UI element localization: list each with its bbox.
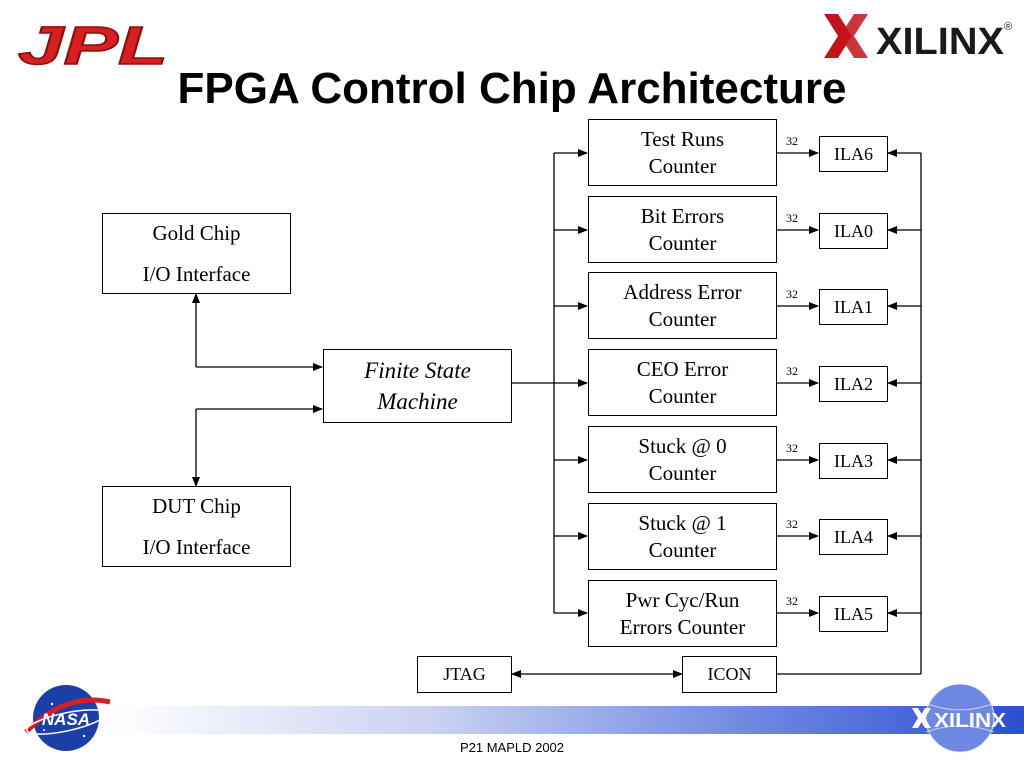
ila-block: ILA2 — [819, 366, 888, 402]
counter-line-2: Counter — [648, 153, 717, 178]
gold-chip-line-2: I/O Interface — [142, 261, 251, 286]
jtag-label: JTAG — [443, 664, 486, 684]
counter-block: Stuck @ 1 Counter — [588, 503, 777, 570]
dut-chip-line-1: DUT Chip — [152, 493, 241, 518]
bus-width-label: 32 — [786, 287, 798, 301]
dut-chip-line-2: I/O Interface — [142, 534, 251, 559]
counter-line-2: Counter — [648, 230, 717, 255]
xilinx-logo-top: XILINX ® — [824, 14, 1012, 63]
counter-block: Bit Errors Counter — [588, 196, 777, 263]
svg-text:XILINX: XILINX — [934, 710, 1007, 732]
nasa-logo: NASA — [24, 685, 111, 751]
bus-width-label: 32 — [786, 134, 798, 148]
fsm-line-1: Finite State — [364, 358, 471, 383]
ila-label: ILA2 — [834, 373, 873, 394]
gold-chip-line-1: Gold Chip — [152, 220, 241, 245]
bus-width-label: 32 — [786, 364, 798, 378]
ila-label: ILA3 — [834, 450, 873, 471]
counter-block: Pwr Cyc/Run Errors Counter — [588, 580, 777, 647]
bus-width-label: 32 — [786, 211, 798, 225]
ila-label: ILA4 — [834, 526, 873, 547]
finite-state-machine-block: Finite State Machine — [323, 349, 512, 423]
ila-label: ILA0 — [834, 220, 873, 241]
counter-line-2: Counter — [648, 460, 717, 485]
counter-line-1: Test Runs — [640, 126, 725, 151]
ila-block: ILA4 — [819, 519, 888, 555]
dut-chip-io-block: DUT Chip I/O Interface — [102, 486, 291, 567]
svg-text:XILINX: XILINX — [876, 21, 1005, 63]
counter-line-2: Counter — [648, 383, 717, 408]
ila-block: ILA1 — [819, 289, 888, 325]
counter-line-1: CEO Error — [636, 356, 729, 381]
fsm-line-2: Machine — [377, 389, 458, 414]
ila-label: ILA6 — [834, 143, 873, 164]
bus-width-label: 32 — [786, 441, 798, 455]
ila-block: ILA5 — [819, 596, 888, 632]
xilinx-mark-icon — [912, 708, 931, 728]
svg-text:®: ® — [1004, 21, 1012, 33]
xilinx-mark-icon — [824, 14, 868, 58]
bus-width-label: 32 — [786, 594, 798, 608]
counter-line-2: Counter — [648, 306, 717, 331]
ila-block: ILA0 — [819, 213, 888, 249]
counter-line-2: Counter — [648, 537, 717, 562]
counter-line-1: Stuck @ 0 — [638, 433, 727, 458]
counter-line-1: Bit Errors — [640, 203, 725, 228]
ila-label: ILA1 — [834, 296, 873, 317]
footer-text: P21 MAPLD 2002 — [459, 740, 565, 755]
counter-line-2: Errors Counter — [619, 614, 746, 639]
counter-line-1: Address Error — [623, 279, 742, 304]
ila-block: ILA6 — [819, 136, 888, 172]
footer-gradient-bar — [110, 706, 1024, 734]
jtag-block: JTAG — [417, 656, 512, 693]
counter-line-1: Pwr Cyc/Run — [625, 587, 740, 612]
counter-block: CEO Error Counter — [588, 349, 777, 416]
counter-line-1: Stuck @ 1 — [638, 510, 727, 535]
ila-block: ILA3 — [819, 443, 888, 479]
icon-block: ICON — [682, 656, 777, 693]
xilinx-logo-bottom: XILINX — [912, 683, 1007, 753]
counter-block: Stuck @ 0 Counter — [588, 426, 777, 493]
counter-block: Address Error Counter — [588, 272, 777, 339]
gold-chip-io-block: Gold Chip I/O Interface — [102, 213, 291, 294]
counter-block: Test Runs Counter — [588, 119, 777, 186]
ila-label: ILA5 — [834, 603, 873, 624]
slide-title: FPGA Control Chip Architecture — [177, 64, 847, 113]
svg-text:JPL: JPL — [18, 18, 168, 70]
svg-text:NASA: NASA — [42, 710, 90, 729]
jpl-logo: JPL — [17, 18, 169, 70]
icon-label: ICON — [707, 664, 752, 684]
bus-width-label: 32 — [786, 517, 798, 531]
